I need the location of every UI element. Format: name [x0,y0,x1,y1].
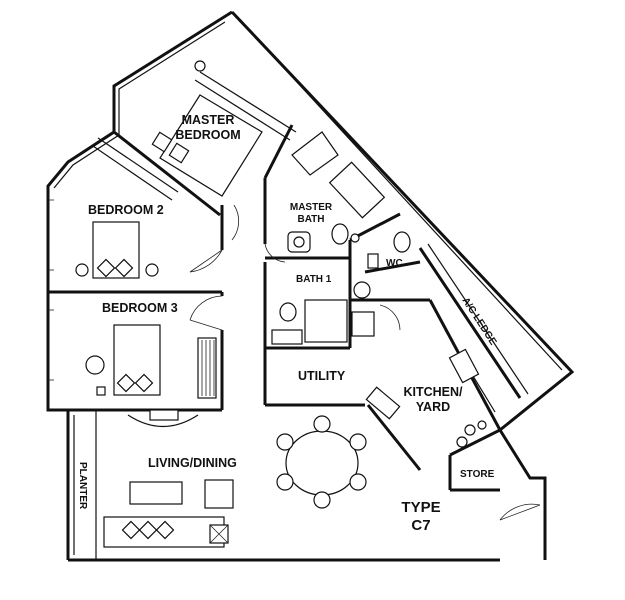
kitchen-fixtures [365,329,496,448]
utility-label: UTILITY [298,369,346,383]
wardrobes [92,71,297,399]
bedroom-3-label: BEDROOM 3 [102,301,178,315]
bath-1-label: BATH 1 [296,274,332,285]
living-dining-label: LIVING/DINING [148,456,237,470]
wc-fixtures [367,231,411,269]
master-bath-fixtures [194,60,386,253]
bath-1-fixtures [271,281,375,345]
bedroom-2-label: BEDROOM 2 [88,203,164,217]
master-bed [151,94,263,197]
bedroom-2-bed [75,221,159,279]
kitchen-yard-label: KITCHEN/YARD [403,385,463,414]
interior-walls [48,124,529,560]
wc-label: WC [386,258,403,269]
living-furniture [103,409,234,548]
doors [189,204,541,521]
ac-ledge-label: A/C LEDGE [459,296,498,348]
dining-set [276,415,367,509]
planter-label: PLANTER [77,462,88,510]
bedroom-3-bed [85,324,161,396]
store-label: STORE [460,469,495,480]
